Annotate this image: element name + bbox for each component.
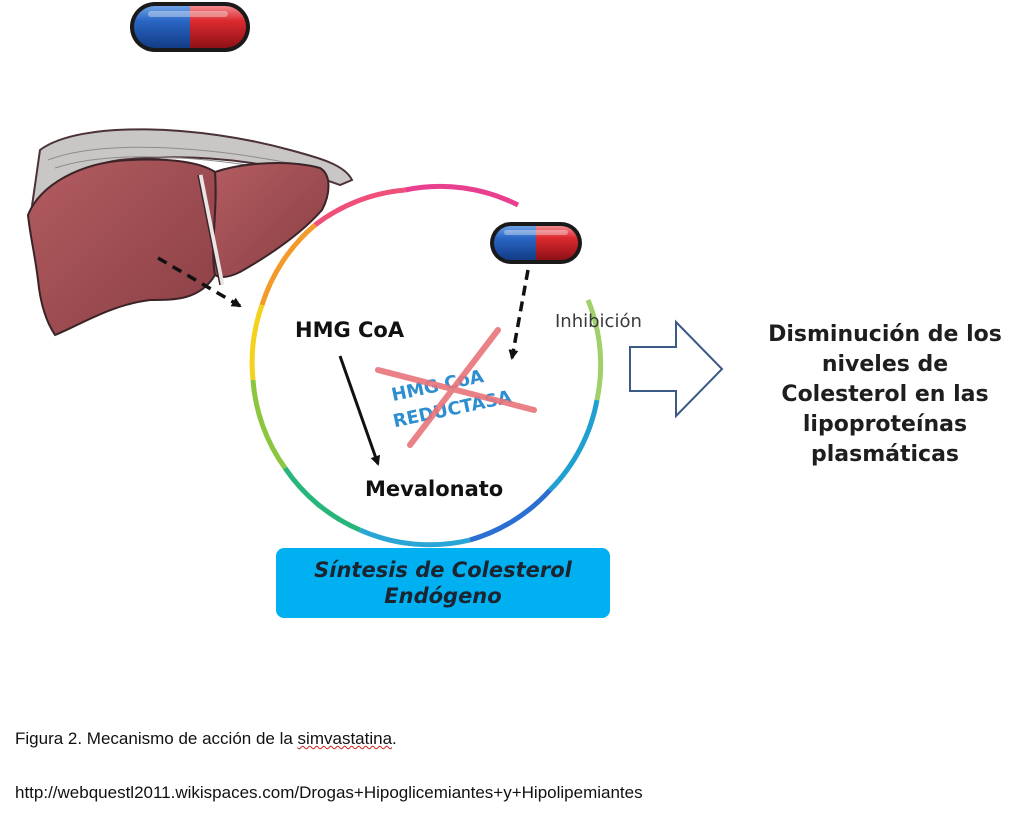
caption-prefix: Figura 2. Mecanismo de acción de la xyxy=(15,729,298,748)
figure-caption: Figura 2. Mecanismo de acción de la simv… xyxy=(15,729,397,749)
drug-to-enzyme-arrow xyxy=(508,269,530,360)
result-arrow xyxy=(629,319,724,419)
synthesis-cycle-ring xyxy=(249,183,604,548)
liver-icon xyxy=(26,128,354,337)
conversion-arrow xyxy=(338,355,381,466)
result-line-1: Disminución de los xyxy=(768,322,1002,347)
source-url[interactable]: http://webquestl2011.wikispaces.com/Drog… xyxy=(15,783,643,802)
hmg-coa-label: HMG CoA xyxy=(295,318,405,342)
caption-suffix: . xyxy=(392,729,397,748)
inhibicion-label: Inhibición xyxy=(555,311,642,332)
result-line-3: Colesterol en las xyxy=(781,382,989,407)
synthesis-box-line-1: Síntesis de Colesterol xyxy=(314,558,572,582)
synthesis-box-line-2: Endógeno xyxy=(384,584,502,608)
result-line-2: niveles de xyxy=(821,352,949,377)
result-line-5: plasmáticas xyxy=(810,442,960,467)
inhibition-cross xyxy=(375,327,537,448)
mevalonato-label: Mevalonato xyxy=(365,477,503,501)
capsule-icon xyxy=(490,222,582,264)
caption-drug-name: simvastatina xyxy=(297,729,393,748)
result-text: Disminución de los niveles de Colesterol… xyxy=(760,320,1010,470)
synthesis-box: Síntesis de Colesterol Endógeno xyxy=(276,548,610,618)
result-line-4: lipoproteínas xyxy=(802,412,968,437)
capsule-icon xyxy=(130,2,250,52)
